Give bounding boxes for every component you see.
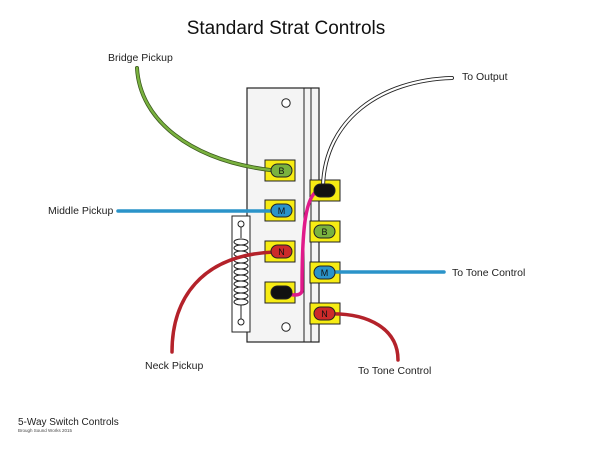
- magenta-jumper: [286, 188, 321, 297]
- wires: [116, 66, 454, 362]
- output-wire: [321, 76, 454, 188]
- label-bridge-pickup: Bridge Pickup: [108, 52, 173, 64]
- tag-m-right: [313, 265, 336, 280]
- tag-n-right: [313, 306, 336, 321]
- footer-caption: 5-Way Switch Controls: [18, 417, 119, 428]
- terminal-letter-b-right: B: [321, 227, 327, 237]
- terminal-letter-m-left: M: [278, 206, 286, 216]
- tag-b-left: [270, 163, 293, 178]
- label-to-output: To Output: [462, 71, 508, 83]
- footer-credit: Brough Sound Works 2015: [18, 428, 72, 433]
- tag-common-right: [313, 183, 336, 198]
- tag-n-left: [270, 244, 293, 259]
- label-neck-pickup: Neck Pickup: [145, 360, 204, 372]
- neck-pickup-wire: [170, 250, 276, 354]
- switch-spring: [231, 215, 251, 333]
- diagram-title: Standard Strat Controls: [187, 18, 386, 39]
- terminal-letter-b-left: B: [278, 166, 284, 176]
- tag-b-right: [313, 224, 336, 239]
- tag-m-left: [270, 203, 293, 218]
- label-to-tone-control-2: To Tone Control: [358, 365, 431, 377]
- label-to-tone-control-1: To Tone Control: [452, 267, 525, 279]
- mounting-hole-top: [281, 98, 291, 108]
- label-middle-pickup: Middle Pickup: [48, 205, 114, 217]
- tag-common-left: [270, 285, 293, 300]
- terminal-letter-n-left: N: [278, 247, 285, 257]
- terminal-letter-n-right: N: [321, 309, 328, 319]
- terminal-letter-m-right: M: [321, 268, 329, 278]
- mounting-hole-bottom: [281, 322, 291, 332]
- terminal-tags: [270, 163, 336, 321]
- tone-control-wire-2: [324, 312, 400, 362]
